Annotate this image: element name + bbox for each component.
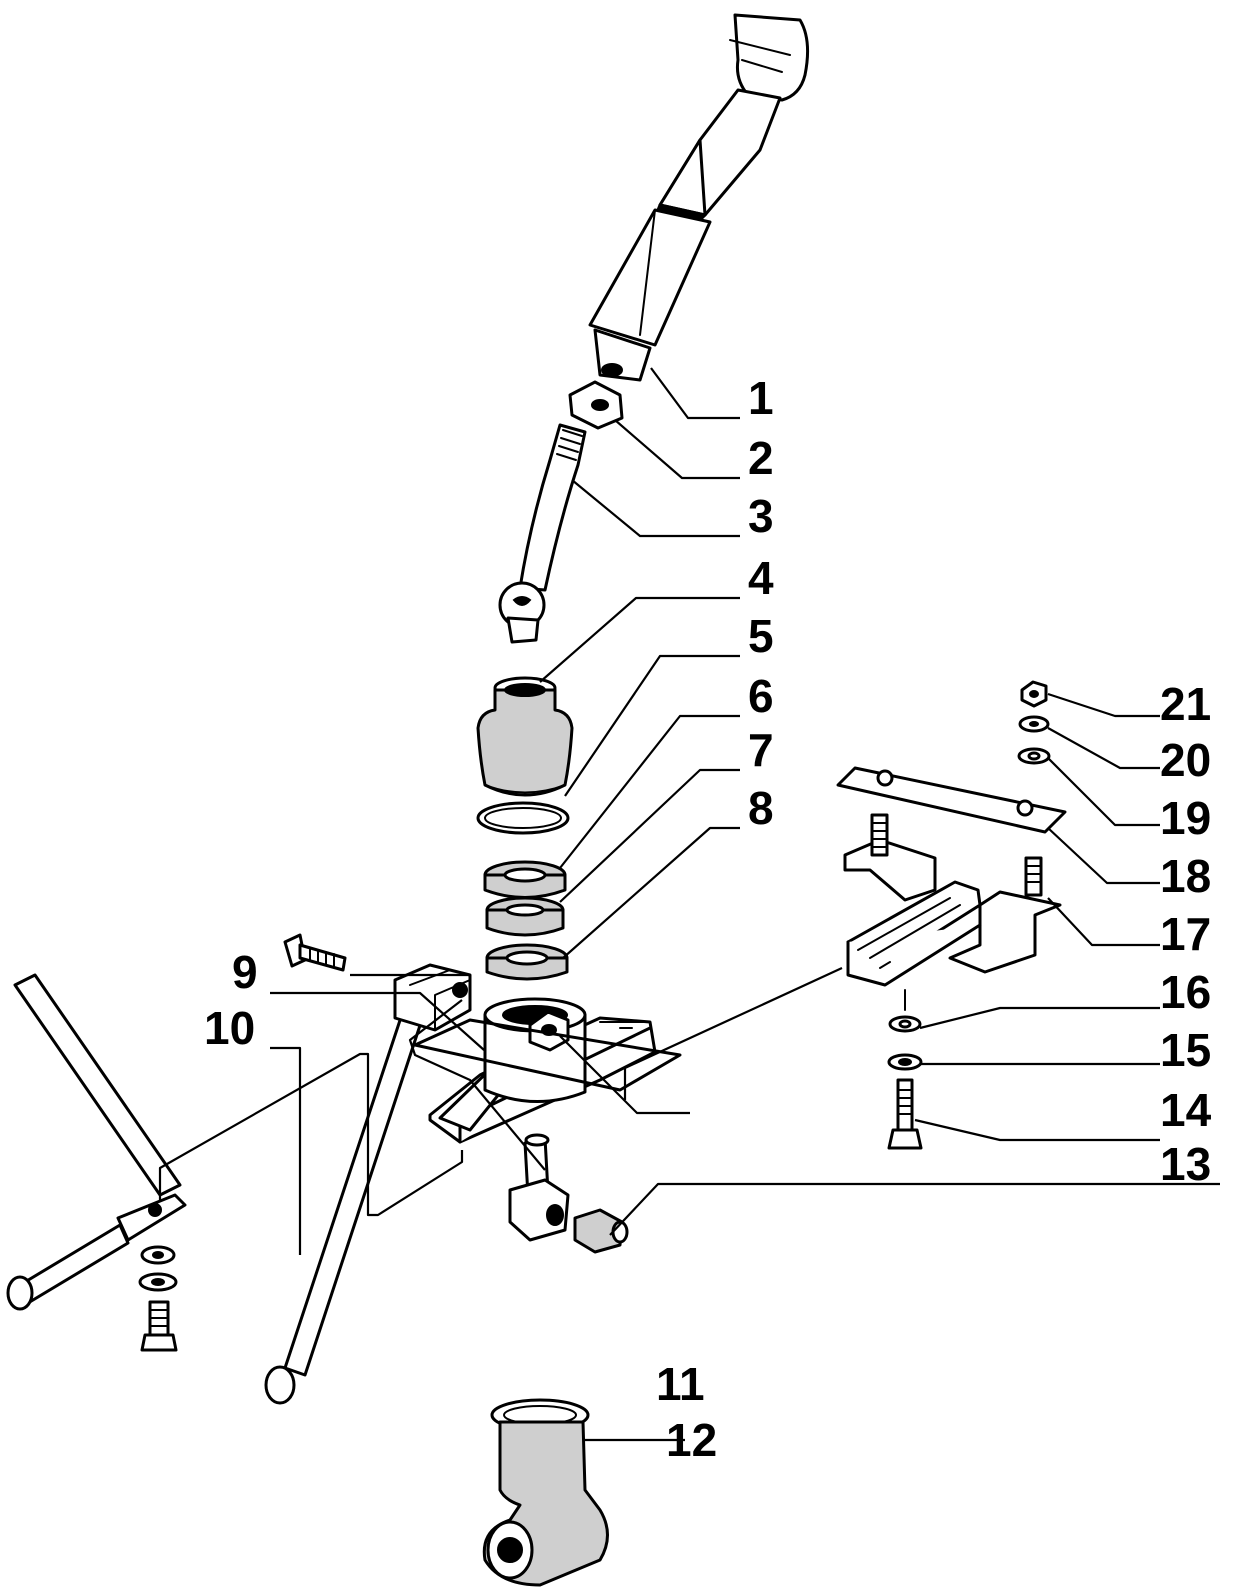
split-ring (476, 801, 570, 835)
bush-upper (483, 860, 567, 899)
right-fasteners (887, 680, 1051, 1150)
left-fasteners (138, 1245, 178, 1352)
callout-21: 21 (1160, 678, 1211, 730)
callout-15: 15 (1160, 1024, 1211, 1076)
bush-middle (485, 896, 565, 937)
nut (568, 380, 624, 430)
callout-labels: 1 2 3 4 5 6 7 8 9 10 11 12 13 14 15 16 1… (204, 372, 1212, 1466)
callout-13: 13 (1160, 1138, 1211, 1190)
callout-7: 7 (748, 724, 774, 776)
bracket-right (836, 766, 1067, 987)
callout-9: 9 (232, 946, 258, 998)
callout-6: 6 (748, 670, 774, 722)
bush-lower (485, 943, 569, 981)
selector-yoke (413, 1018, 682, 1254)
callout-5: 5 (748, 610, 774, 662)
rubber-boot (476, 676, 574, 797)
callout-19: 19 (1160, 792, 1211, 844)
callout-3: 3 (748, 490, 774, 542)
callout-14: 14 (1160, 1084, 1212, 1136)
callout-1: 1 (748, 372, 774, 424)
callout-16: 16 (1160, 966, 1211, 1018)
callout-11: 11 (656, 1358, 705, 1410)
callout-18: 18 (1160, 850, 1211, 902)
curved-rod (498, 423, 587, 644)
callout-17: 17 (1160, 908, 1211, 960)
grommet (482, 1398, 609, 1587)
gear-lever (588, 13, 810, 382)
callout-12: 12 (666, 1414, 717, 1466)
callout-10: 10 (204, 1002, 255, 1054)
callout-8: 8 (748, 782, 774, 834)
callout-2: 2 (748, 432, 774, 484)
clamp-assembly (264, 933, 570, 1405)
leader-lines (158, 367, 1220, 1442)
callout-4: 4 (748, 552, 774, 604)
callout-20: 20 (1160, 734, 1211, 786)
linkage-rod-left (6, 973, 187, 1311)
